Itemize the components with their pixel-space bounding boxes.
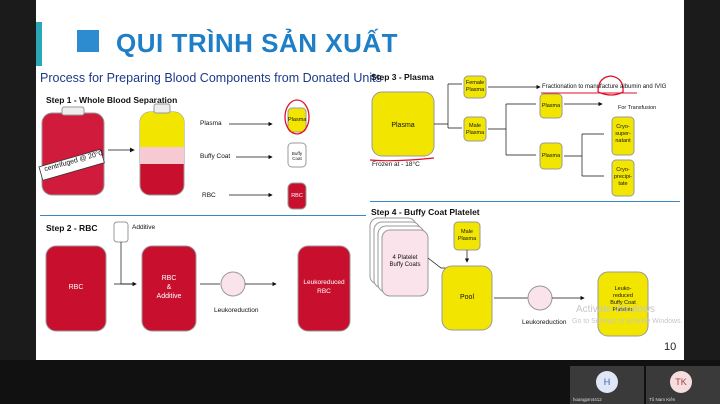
bag-label-rbc-step2: RBC	[68, 284, 84, 291]
label-plasma-a: Plasma	[541, 103, 561, 109]
bag-label-leukoreduced-2: RBC	[317, 288, 331, 295]
bag-label-leukoreduced-1: Leukoreduced	[303, 279, 345, 286]
section-divider	[370, 201, 680, 202]
label-fractionation: Fractionation to manufacture albumin and…	[542, 84, 667, 90]
step3-bag-label-plasma: Plasma	[391, 122, 415, 129]
plasma-bag-a	[539, 93, 563, 119]
participant-name: hoangpm4412	[573, 397, 602, 402]
label-for-transfusion: For Transfusion	[618, 105, 657, 111]
bag-label-rbc-additive-3: Additive	[156, 293, 182, 300]
step4-leukoreduction-filter	[527, 285, 553, 311]
step3-title: Step 3 - Plasma	[371, 72, 434, 82]
step4-label-male-plasma-2: Plasma	[457, 236, 477, 242]
label-leuko-1: Leuko-	[614, 286, 632, 292]
separated-bag	[139, 103, 185, 196]
label-frozen: Frozen at - 18°C	[372, 161, 420, 168]
label-leuko-4: Platelets	[612, 307, 634, 313]
step4-label-male-plasma-1: Male	[461, 229, 473, 235]
centrifuged-label	[38, 148, 105, 181]
label-leuko-3: Buffy Coat	[610, 300, 636, 306]
section-divider	[40, 215, 366, 216]
leukoreduction-filter	[220, 271, 246, 297]
rbc-bag	[45, 245, 107, 332]
label-platelet-2: Buffy Coats	[389, 262, 421, 268]
label-leuko-2: reduced	[613, 293, 633, 299]
avatar: TK	[670, 371, 692, 393]
title-square-icon	[77, 30, 99, 52]
male-plasma-bag	[463, 116, 487, 142]
label-leukoreduction: Leukoreduction	[214, 307, 259, 314]
label-rbc: RBC	[202, 192, 216, 199]
avatar: H	[596, 371, 618, 393]
step1-title: Step 1 - Whole Blood Separation	[46, 95, 178, 105]
cryo-supernatant-bag	[611, 116, 635, 156]
label-cryo-precip-2: precipi-	[613, 174, 633, 180]
label-platelet-1: 4 Platelet	[392, 255, 418, 261]
buffy-coat-bag	[287, 142, 307, 168]
page-number: 10	[664, 341, 677, 353]
platelet-buffy-coat-bags	[369, 217, 429, 297]
label-female-plasma-2: Plasma	[465, 87, 485, 93]
label-pool: Pool	[459, 294, 474, 301]
step4-label-leukoreduction: Leukoreduction	[522, 319, 567, 326]
label-plasma: Plasma	[200, 120, 222, 127]
annotation-circle	[597, 75, 624, 96]
cryo-precipitate-bag	[611, 159, 635, 197]
label-cryo-super-3: natant	[615, 138, 631, 144]
bag-label-rbc-additive-1: RBC	[161, 275, 177, 282]
plasma-bag-b	[539, 142, 563, 170]
slide: QUI TRÌNH SẢN XUẤT Process for Preparing…	[36, 0, 684, 360]
step4-title: Step 4 - Buffy Coat Platelet	[371, 207, 480, 217]
label-male-plasma-2: Plasma	[465, 130, 485, 136]
bag-label-rbc: RBC	[291, 193, 303, 199]
participant-tile[interactable]: TK Tô Nam Kiên	[646, 366, 720, 404]
leukoreduced-rbc-bag	[297, 245, 351, 332]
label-cryo-precip-3: tate	[618, 181, 628, 187]
leukoreduced-platelets-bag	[597, 271, 649, 337]
annotation-circle	[284, 99, 310, 135]
additive-bag	[113, 221, 129, 243]
label-female-plasma-1: Female	[465, 80, 485, 86]
bag-label-rbc-additive-2: &	[166, 284, 172, 291]
rbc-additive-bag	[141, 245, 197, 332]
label-additive: Additive	[132, 224, 156, 231]
slide-title: QUI TRÌNH SẢN XUẤT	[116, 28, 398, 58]
plasma-bag	[287, 107, 307, 133]
participant-tile[interactable]: H hoangpm4412	[570, 366, 644, 404]
bag-label-buffy: Buffy Coat	[291, 151, 303, 161]
label-male-plasma-1: Male	[469, 123, 481, 129]
step2-title: Step 2 - RBC	[46, 223, 98, 233]
label-buffy-coat: Buffy Coat	[200, 153, 231, 160]
label-cryo-precip-1: Cryo-	[616, 167, 630, 173]
label-cryo-super-2: super-	[615, 131, 631, 137]
process-diagram	[38, 75, 649, 337]
title-accent-bar	[36, 22, 42, 66]
annotation-underline	[369, 157, 435, 162]
slide-subtitle: Process for Preparing Blood Components f…	[40, 71, 382, 85]
label-plasma-b: Plasma	[541, 153, 561, 159]
rbc-small-bag	[287, 182, 307, 210]
activation-watermark-text: Go to Settings to activate Windows.	[572, 318, 683, 325]
pool-bag	[441, 265, 493, 331]
label-cryo-super-1: Cryo-	[616, 124, 630, 130]
bag-label-plasma: Plasma	[288, 117, 307, 123]
female-plasma-bag	[463, 75, 487, 99]
activation-watermark-title: Activate Windows	[576, 304, 655, 315]
participant-name: Tô Nam Kiên	[649, 397, 676, 402]
